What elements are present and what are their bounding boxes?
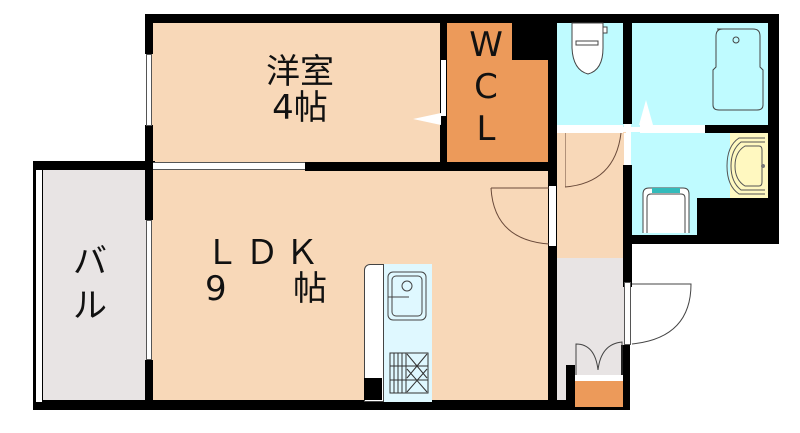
ldk-name: ＬＤＫ	[205, 233, 325, 273]
wall-shoebox-left	[566, 365, 575, 405]
balcony-label: バ ル	[58, 240, 122, 328]
wall-top	[145, 14, 779, 23]
hall-door-swing-icon	[565, 133, 622, 188]
wall-bottom	[33, 400, 630, 410]
wall-ldk-left-upper	[145, 162, 153, 220]
sink-icon	[387, 271, 427, 321]
toilet-icon	[571, 22, 608, 75]
washing-machine-icon	[642, 187, 690, 233]
ldk-size-number: 9	[205, 268, 233, 309]
bath-door-marker-icon	[639, 100, 653, 125]
window-western	[146, 54, 152, 126]
wall-toilet-bath	[623, 14, 632, 124]
washbasin-icon	[726, 137, 765, 195]
window-ldk	[146, 220, 152, 360]
wcl-label: W C L	[462, 24, 510, 150]
front-door[interactable]	[624, 282, 631, 345]
closet-door-handle-icon	[413, 113, 441, 125]
balcony-char-1: バ	[73, 242, 107, 282]
wall-ldk-left-lower	[145, 360, 153, 408]
wall-entrance-right-lower	[621, 345, 630, 410]
ldk-label: ＬＤＫ 9 帖	[205, 233, 340, 309]
bathtub-icon	[712, 28, 764, 111]
closet-door[interactable]	[441, 60, 446, 116]
shoe-cabinet-door-swing-icon	[575, 341, 623, 375]
wall-wash-corner	[697, 198, 779, 244]
wcl-letter-w: W	[469, 25, 503, 65]
wall-bath-wash	[705, 125, 771, 133]
ldk	[150, 168, 552, 403]
washroom-door[interactable]	[624, 133, 631, 165]
bath-door[interactable]	[640, 125, 705, 133]
wall-hall-wash	[623, 165, 632, 287]
wall-closet-notch	[512, 20, 550, 60]
western-room-name: 洋室	[266, 52, 334, 92]
ldk-door[interactable]	[549, 186, 556, 246]
wcl-letter-c: C	[474, 67, 498, 107]
ldk-size: 9 帖	[205, 268, 333, 309]
toilet-door[interactable]	[557, 125, 623, 133]
wall-western-left-lower	[145, 125, 153, 165]
kitchen-fridge-gap	[364, 378, 382, 400]
wcl-letter-l: L	[476, 109, 496, 149]
western-room-label: 洋室 4帖	[240, 52, 360, 128]
western-room	[150, 20, 442, 164]
western-room-size: 4帖	[272, 87, 328, 128]
stove-icon	[389, 352, 429, 394]
sliding-door-western[interactable]	[153, 162, 305, 170]
balcony	[36, 168, 148, 403]
wall-right	[768, 14, 779, 244]
wall-western-left-upper	[145, 14, 153, 54]
shoe-cabinet	[575, 375, 623, 407]
balcony-rail	[36, 170, 43, 402]
front-door-swing-icon	[631, 283, 692, 345]
wall-balcony-top	[33, 161, 155, 170]
wall-balcony-left	[33, 161, 36, 409]
ldk-door-swing-icon	[490, 187, 550, 245]
balcony-char-2: ル	[73, 286, 107, 326]
hallway	[556, 132, 626, 259]
ldk-size-unit: 帖	[293, 268, 333, 309]
wall-ldk-top-right	[305, 162, 555, 171]
